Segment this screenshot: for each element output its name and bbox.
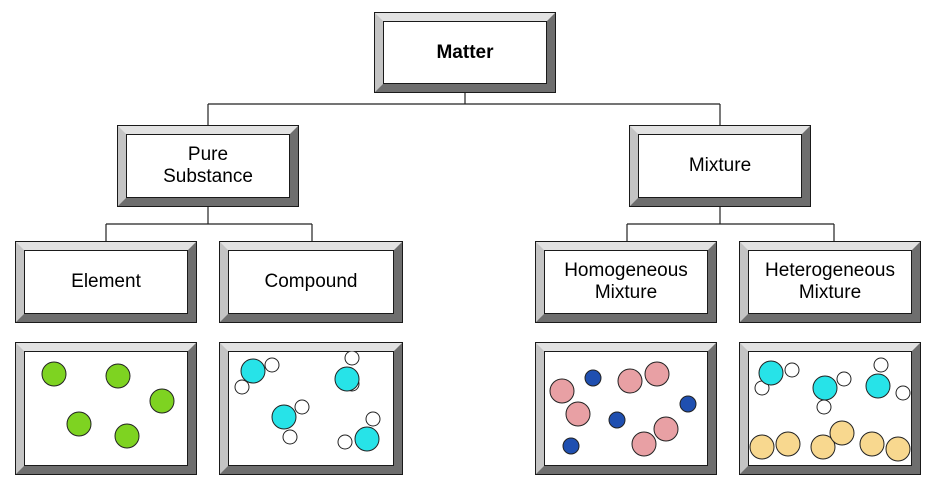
- element-particles: [41, 361, 175, 449]
- element-atom: [66, 411, 92, 437]
- oxygen-atom: [865, 373, 891, 399]
- matter-label: Matter: [436, 41, 494, 63]
- hetero-line-1: Heterogeneous: [765, 260, 895, 281]
- hydrogen-atom: [895, 385, 911, 401]
- compound-particles: [234, 351, 381, 452]
- water-molecule: [271, 399, 310, 445]
- pure-substance-box: Pure Substance: [118, 126, 298, 206]
- hydrogen-atom: [344, 351, 360, 366]
- heterogeneous-particles: [749, 357, 911, 462]
- homogeneous-box: Homogeneous Mixture: [536, 242, 716, 322]
- homogeneous-particles: [549, 361, 697, 457]
- mixture-box: Mixture: [630, 126, 810, 206]
- oxygen-atom: [334, 366, 360, 392]
- hydrogen-atom: [282, 429, 298, 445]
- oxygen-atom: [271, 404, 297, 430]
- sand-particle: [859, 431, 885, 457]
- element-atoms: [41, 361, 175, 449]
- hydrogen-atom: [337, 434, 353, 450]
- mixture-label: Mixture: [688, 155, 752, 176]
- water-molecule: [865, 357, 911, 401]
- hydrogen-atom: [264, 357, 280, 373]
- water-molecule: [334, 351, 360, 392]
- water-molecule: [337, 411, 381, 452]
- pink-particle: [617, 368, 643, 394]
- water-molecule: [812, 371, 852, 415]
- oxygen-atom: [240, 358, 266, 384]
- hydrogen-atom: [234, 379, 250, 395]
- element-atom: [114, 423, 140, 449]
- pure-line-2: Substance: [163, 166, 253, 187]
- sand-particle: [749, 434, 775, 460]
- element-atom: [41, 361, 67, 387]
- pure-substance-label: Pure Substance: [126, 134, 290, 198]
- oxygen-atom: [812, 375, 838, 401]
- pink-particle: [653, 416, 679, 442]
- sand-particle: [829, 420, 855, 446]
- heterogeneous-label: Heterogeneous Mixture: [748, 250, 912, 314]
- blue-particle: [584, 369, 602, 387]
- pink-particle: [565, 401, 591, 427]
- hydrogen-atom: [365, 411, 381, 427]
- pink-particle: [549, 378, 575, 404]
- compound-label: Compound: [264, 271, 358, 292]
- oxygen-atom: [758, 360, 784, 386]
- element-atom: [105, 363, 131, 389]
- hydrogen-atom: [294, 399, 310, 415]
- blue-particle: [679, 395, 697, 413]
- pink-particle: [644, 361, 670, 387]
- pure-line-1: Pure: [187, 144, 229, 165]
- compound-box: Compound: [220, 242, 402, 322]
- sand-particle: [775, 431, 801, 457]
- matter-box: Matter: [375, 13, 555, 92]
- sand-particle: [885, 436, 911, 462]
- compound-particles-box: [220, 343, 402, 474]
- homog-line-1: Homogeneous: [564, 260, 688, 281]
- element-label: Element: [71, 271, 141, 292]
- hydrogen-atom: [836, 371, 852, 387]
- heterogeneous-particles-box: [740, 343, 920, 474]
- element-box: Element: [16, 242, 196, 322]
- hydrogen-atom: [784, 362, 800, 378]
- hetero-line-2: Mixture: [798, 282, 862, 303]
- water-molecule: [754, 360, 800, 396]
- blue-particle: [608, 411, 626, 429]
- oxygen-atom: [354, 426, 380, 452]
- hydrogen-atom: [816, 399, 832, 415]
- water-molecule: [234, 357, 280, 395]
- hydrogen-atom: [873, 357, 889, 373]
- element-particles-box: [16, 343, 196, 474]
- pink-particle: [631, 431, 657, 457]
- element-atom: [149, 388, 175, 414]
- sand-particle: [810, 434, 836, 460]
- homogeneous-label: Homogeneous Mixture: [544, 250, 708, 314]
- heterogeneous-box: Heterogeneous Mixture: [740, 242, 920, 322]
- blue-particle: [562, 437, 580, 455]
- homog-line-2: Mixture: [594, 282, 658, 303]
- homogeneous-particles-box: [536, 343, 716, 474]
